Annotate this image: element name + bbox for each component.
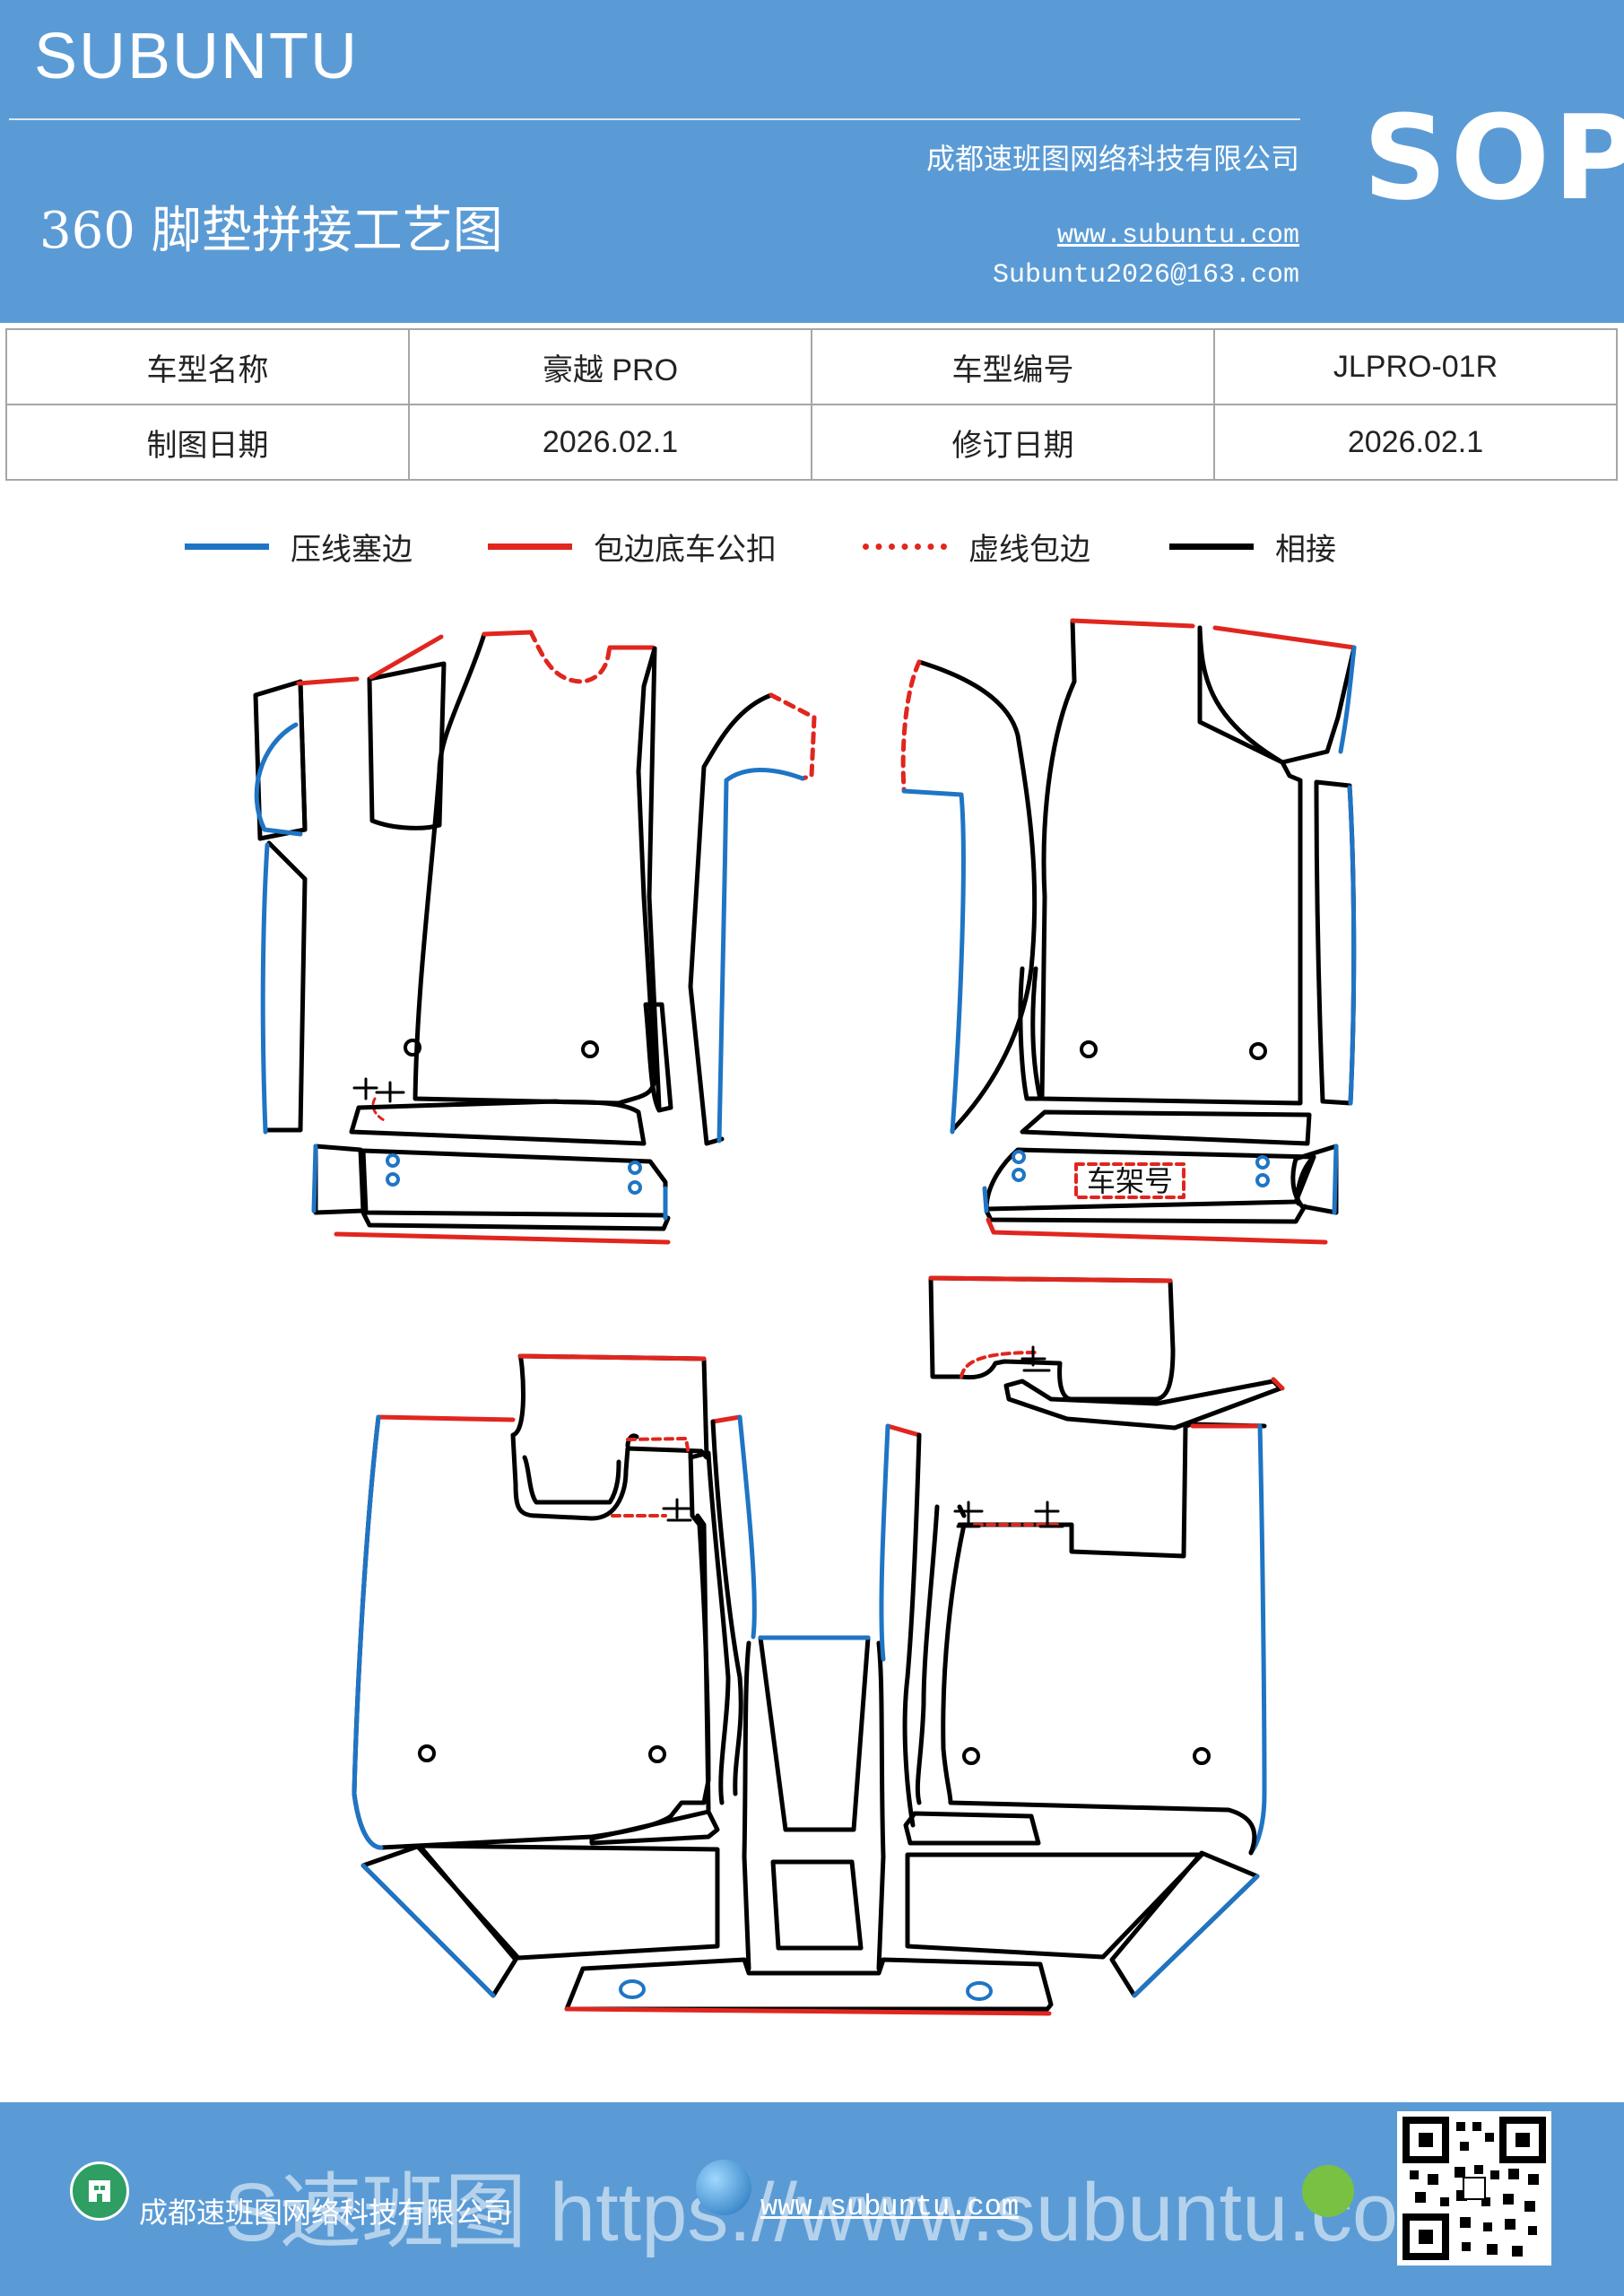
mat-rear	[352, 1275, 1285, 2016]
qr-code-icon	[1397, 2111, 1551, 2266]
wechat-icon	[1302, 2165, 1354, 2217]
website-link[interactable]: www.subuntu.com	[1056, 221, 1299, 251]
table-cell: 车型编号	[811, 328, 1215, 405]
legend-item-edge-bind: 包边底车公扣	[488, 525, 777, 569]
vin-label: 车架号	[1087, 1164, 1173, 1198]
table-row: 制图日期 2026.02.1 修订日期 2026.02.1	[5, 404, 1618, 481]
table-cell: 修订日期	[811, 404, 1215, 481]
floor-mat-diagram: 车架号	[253, 618, 1357, 2016]
legend-swatch-blue	[185, 544, 269, 550]
sop-badge: SOP	[1363, 90, 1624, 226]
table-row: 车型名称 豪越 PRO 车型编号 JLPRO-01R	[5, 328, 1618, 405]
building-icon	[70, 2161, 129, 2221]
legend-label: 包边底车公扣	[594, 532, 777, 568]
mat-front-left	[253, 630, 817, 1245]
company-name: 成都速班图网络科技有限公司	[925, 142, 1299, 176]
table-cell: 2026.02.1	[1213, 404, 1618, 481]
footer-watermark: S速班图 https://www.subuntu.com	[224, 2167, 1467, 2258]
globe-icon	[696, 2160, 751, 2215]
table-cell: 车型名称	[5, 328, 410, 405]
footer-company-name: 成都速班图网络科技有限公司	[139, 2196, 513, 2230]
email-address[interactable]: Subuntu2026@163.com	[992, 260, 1299, 291]
vehicle-info-table: 车型名称 豪越 PRO 车型编号 JLPRO-01R 制图日期 2026.02.…	[5, 328, 1618, 481]
footer-website-link[interactable]: www.subuntu.com	[760, 2190, 1020, 2223]
legend-item-press-line: 压线塞边	[185, 525, 413, 569]
header-banner: SUBUNTU 360 脚垫拼接工艺图 成都速班图网络科技有限公司 www.su…	[0, 0, 1624, 323]
table-cell: 制图日期	[5, 404, 410, 481]
document-title: 360 脚垫拼接工艺图	[39, 202, 503, 260]
legend-item-dotted-edge: 虚线包边	[863, 525, 1090, 569]
legend-label: 相接	[1275, 532, 1336, 568]
legend-swatch-black	[1169, 544, 1254, 550]
legend-swatch-red	[488, 544, 572, 550]
legend-label: 虚线包边	[968, 532, 1090, 568]
mat-front-right	[900, 618, 1357, 1245]
legend-item-join: 相接	[1169, 525, 1336, 569]
header-divider	[9, 118, 1300, 120]
legend-label: 压线塞边	[291, 532, 413, 568]
legend-swatch-red-dotted	[863, 544, 947, 550]
footer-banner	[0, 2102, 1624, 2296]
table-cell: JLPRO-01R	[1213, 328, 1618, 405]
table-cell: 2026.02.1	[408, 404, 812, 481]
brand-name: SUBUNTU	[34, 21, 360, 92]
table-cell: 豪越 PRO	[408, 328, 812, 405]
